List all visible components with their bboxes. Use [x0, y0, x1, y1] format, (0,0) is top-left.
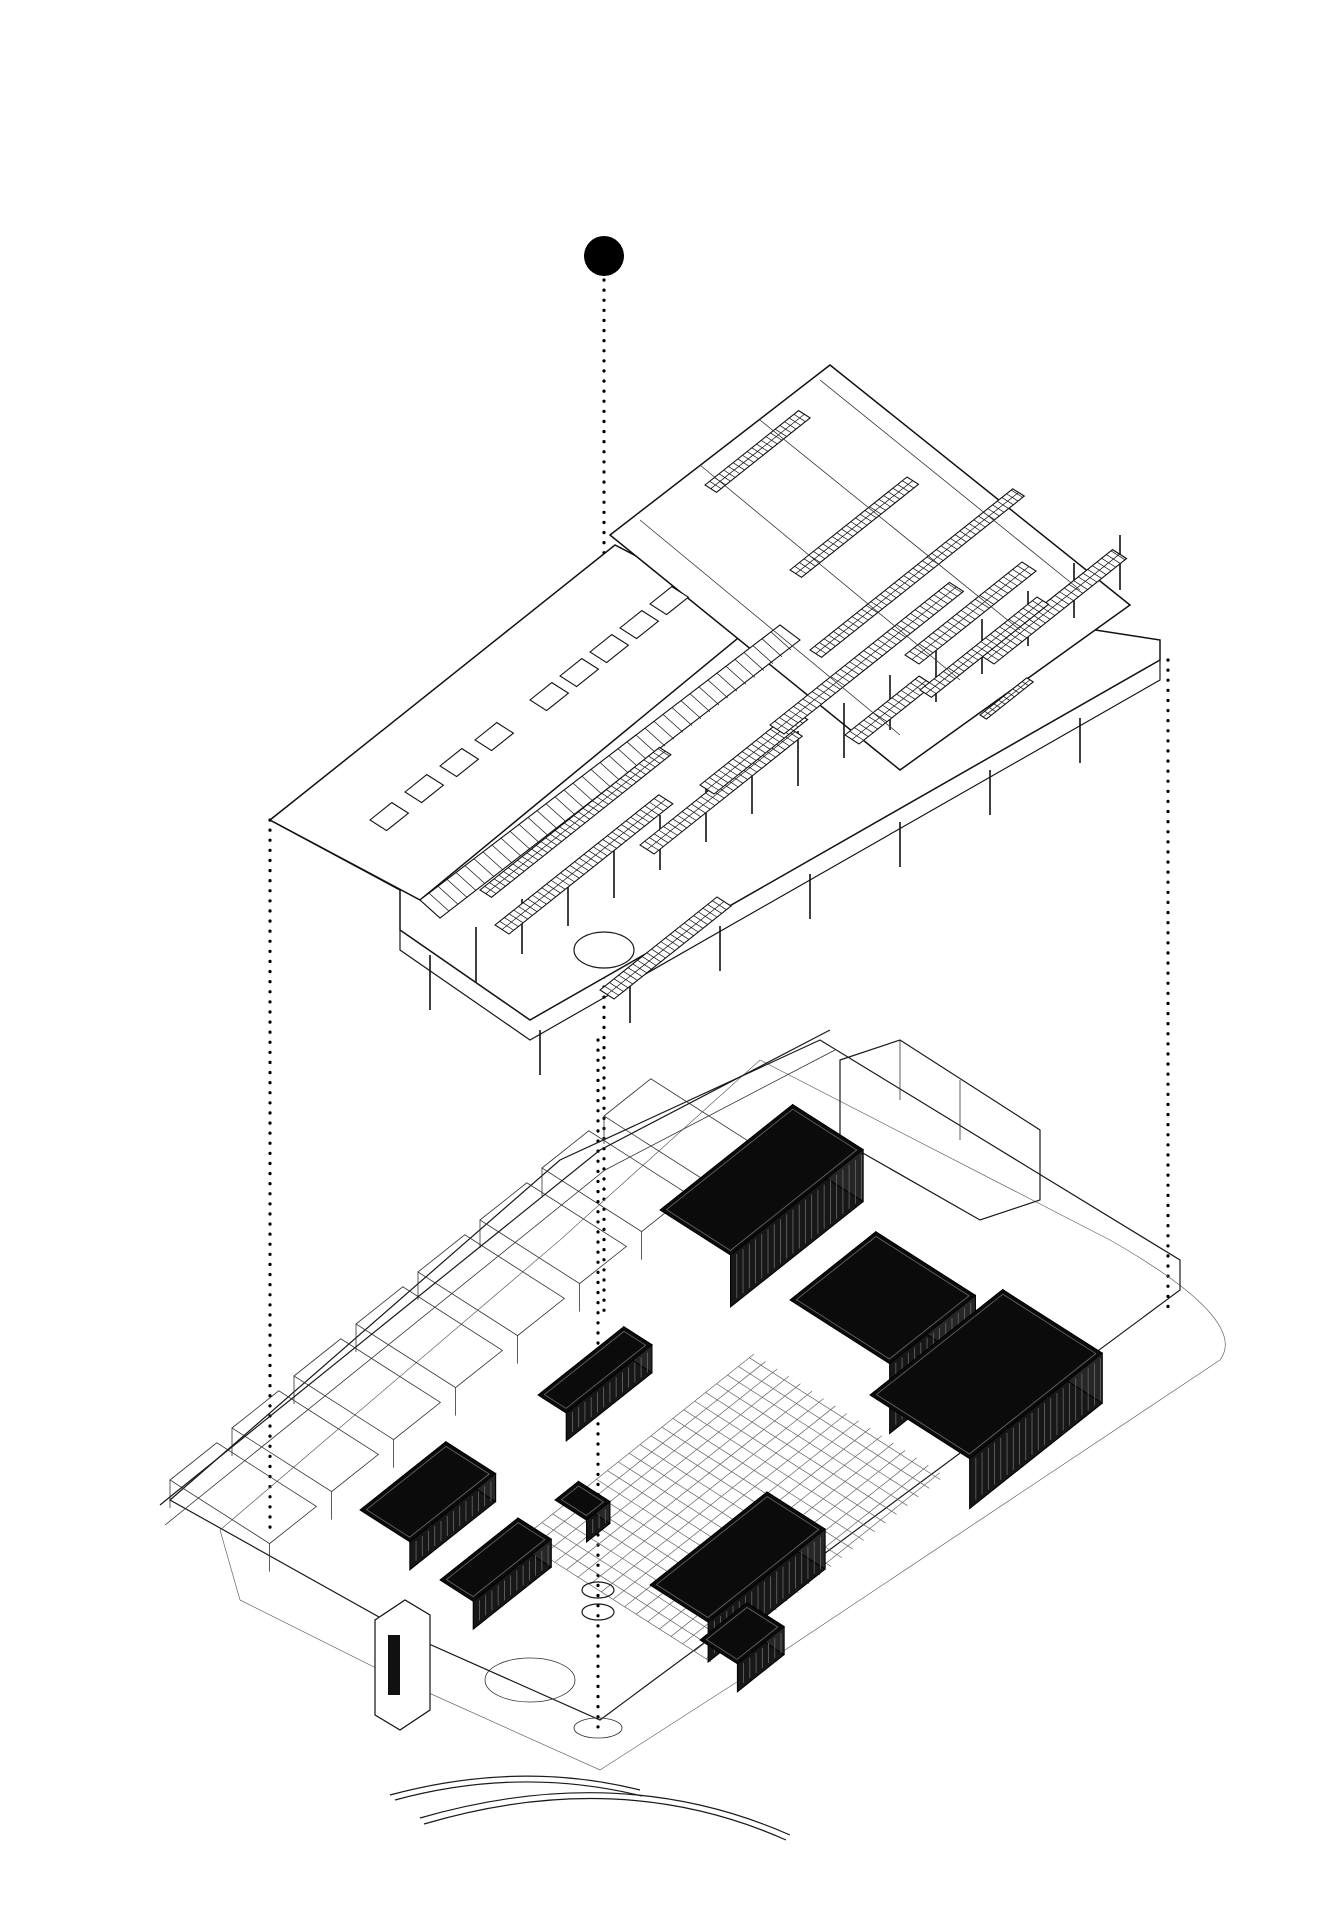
glazed-gallery-mullions [419, 631, 792, 919]
ground-oculus [573, 1717, 623, 1739]
skylight-9-ribs [984, 550, 1126, 661]
skylight-4-ribs [774, 583, 963, 731]
stair-core [374, 1599, 431, 1731]
roof-vent-4 [474, 721, 515, 752]
skylight-1-ribs [499, 798, 669, 931]
skylight-5-ribs [909, 565, 1032, 661]
black-volumes [359, 1103, 1104, 1693]
skylight-8-ribs [849, 678, 930, 741]
skylight-13-ribs [924, 600, 1045, 694]
roof-vent-9 [649, 585, 690, 616]
planting-area [484, 1657, 576, 1703]
roof-vent-2 [404, 773, 445, 804]
skylight-14-ribs [982, 679, 1031, 718]
roof-edge [399, 658, 1161, 1041]
left-wing-rail [159, 1029, 831, 1506]
roof-layer [268, 364, 1161, 1075]
roof-vents [369, 585, 690, 832]
roof-vent-5 [529, 681, 570, 712]
roof-upper-frames [639, 379, 1081, 736]
black-volume-5 [359, 1440, 497, 1571]
arched-bridge-1 [389, 1775, 641, 1796]
roof-vent-8 [619, 609, 660, 640]
roof-vent-6 [559, 657, 600, 688]
circular-pavilion [581, 1581, 615, 1599]
arched-bridge-2 [419, 1792, 791, 1836]
black-volume-1 [659, 1103, 864, 1309]
black-volume-7 [554, 1480, 611, 1544]
left-wing-bay-6 [479, 1182, 628, 1285]
left-wing-structure [159, 1029, 836, 1572]
left-wing-bay-2 [231, 1390, 380, 1493]
left-wing-bay-5 [417, 1234, 566, 1337]
skylight-6-ribs [484, 748, 670, 894]
left-wing-bay-1 [169, 1442, 318, 1545]
left-wing-bay-3 [293, 1338, 442, 1441]
roof-vent-7 [589, 633, 630, 664]
roof-vent-3 [439, 747, 480, 778]
skylight-7-ribs [604, 900, 727, 996]
left-wing-bay-7 [541, 1130, 690, 1233]
black-volume-9 [699, 1601, 785, 1693]
roof-skylights [479, 409, 1128, 1000]
black-volume-6 [439, 1517, 553, 1631]
ground-layer [159, 1029, 1226, 1841]
roof-vent-1 [369, 801, 410, 832]
black-volume-4 [537, 1325, 653, 1443]
black-volume-3 [869, 1288, 1104, 1510]
rear-building [839, 1039, 1041, 1221]
skylight-11-ribs [794, 480, 915, 574]
roof-oculus [573, 931, 635, 969]
left-wing-bay-4 [355, 1286, 504, 1389]
pivot-marker-dot [584, 236, 624, 276]
